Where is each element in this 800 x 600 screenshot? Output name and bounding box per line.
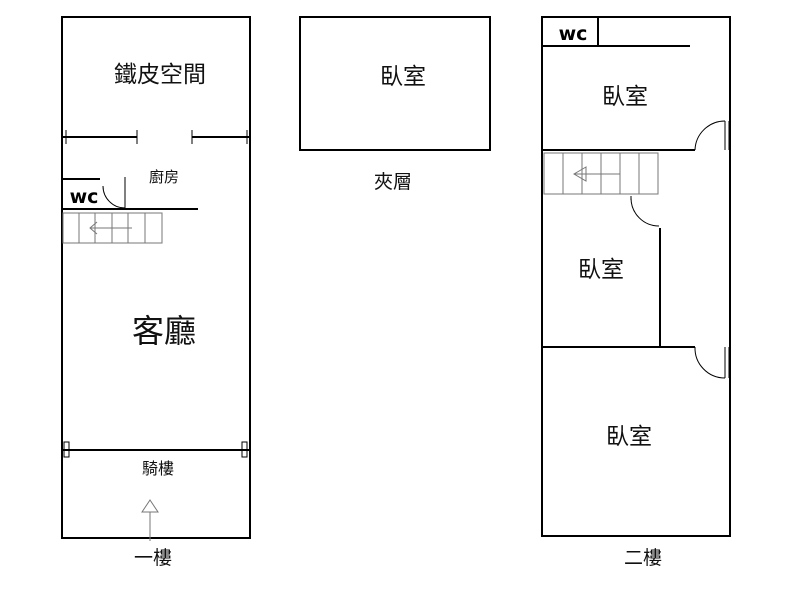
wc-door-swing	[102, 185, 126, 209]
entrance-arrow-icon	[141, 499, 159, 541]
arcade-label: 騎樓	[142, 459, 174, 478]
floor2-bedroom-middle-label: 臥室	[578, 257, 624, 283]
floor2-plan: wc 臥室 臥室 臥室 二樓	[541, 16, 731, 569]
floor1-plan: 鐵皮空間 廚房 wc 客廳 騎樓 一樓	[61, 16, 251, 569]
kitchen-label: 廚房	[149, 168, 179, 186]
floor2-staircase	[543, 152, 659, 195]
floor2-wc-label: wc	[559, 23, 588, 45]
floor2-caption: 二樓	[624, 547, 662, 569]
mezzanine-plan: 臥室 夾層	[299, 16, 491, 193]
floor1-wc-label: wc	[70, 186, 99, 208]
stair-arrow-icon	[89, 221, 98, 235]
mezzanine-outline	[299, 16, 491, 151]
living-room-label: 客廳	[132, 312, 196, 350]
bedroom-door-swing	[694, 120, 726, 151]
floor2-bedroom-bottom-label: 臥室	[606, 424, 652, 450]
stair-arrow-icon	[573, 166, 587, 182]
floor1-staircase	[62, 212, 163, 244]
middle-bedroom-door-swing	[630, 197, 660, 227]
floor2-bedroom-top-label: 臥室	[602, 84, 648, 110]
floor1-caption: 一樓	[134, 547, 172, 569]
bottom-bedroom-door-swing	[694, 346, 726, 379]
floor1-wc-room	[62, 177, 198, 210]
arcade-partition	[62, 441, 250, 458]
floor2-wc-room	[542, 17, 690, 47]
mezzanine-bedroom-label: 臥室	[380, 64, 426, 90]
iron-space-partition	[62, 130, 250, 144]
floor1-outline	[61, 16, 251, 539]
iron-space-label: 鐵皮空間	[114, 62, 206, 88]
floor2-middle-partition	[542, 196, 730, 379]
floor2-top-partition	[542, 120, 730, 151]
floor2-outline	[541, 16, 731, 537]
mezzanine-caption: 夾層	[374, 171, 412, 193]
